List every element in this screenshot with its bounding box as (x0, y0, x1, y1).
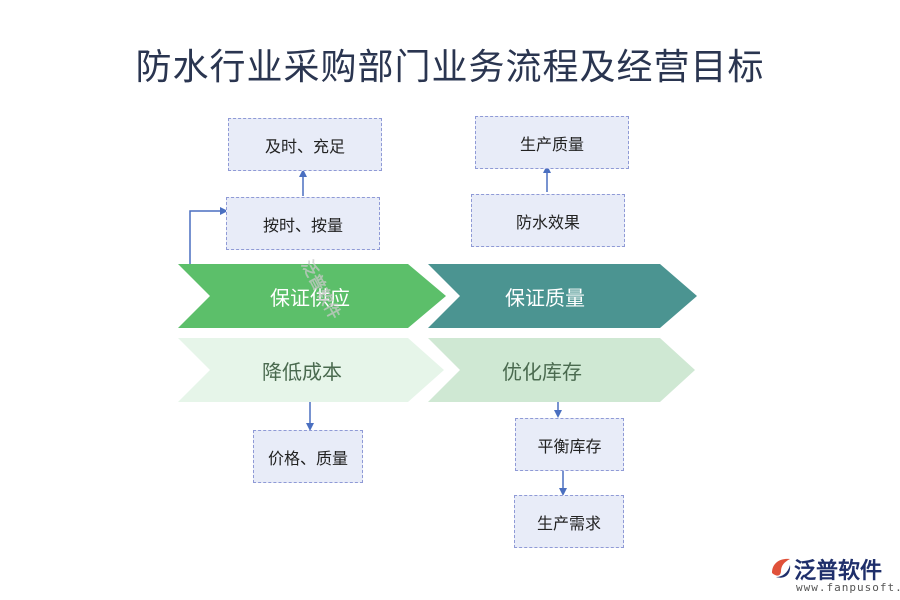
box-production-quality: 生产质量 (475, 116, 629, 169)
arrow-supply-to-on-time (189, 207, 228, 264)
chevron-quality (428, 264, 697, 328)
chevron-supply-label: 保证供应 (270, 285, 350, 310)
chevron-inventory (428, 338, 695, 402)
box-waterproof-effect: 防水效果 (471, 194, 625, 247)
box-price-quality: 价格、质量 (253, 430, 363, 483)
logo-url: www.fanpusoft.com (796, 581, 900, 594)
chevron-quality-label: 保证质量 (505, 285, 585, 310)
chevron-cost-label: 降低成本 (262, 359, 342, 384)
chevron-inventory-label: 优化库存 (502, 359, 582, 384)
chevron-supply (178, 264, 446, 328)
chevron-cost (178, 338, 444, 402)
box-production-demand: 生产需求 (514, 495, 624, 548)
box-balance-inventory: 平衡库存 (515, 418, 624, 471)
brand-logo[interactable]: 泛普软件 www.fanpusoft.com (768, 553, 900, 597)
box-on-time-quantity: 按时、按量 (226, 197, 380, 250)
page-title: 防水行业采购部门业务流程及经营目标 (135, 47, 765, 88)
box-timely-sufficient: 及时、充足 (228, 118, 382, 171)
logo-mark-icon (772, 558, 791, 578)
logo-name: 泛普软件 (794, 559, 883, 584)
